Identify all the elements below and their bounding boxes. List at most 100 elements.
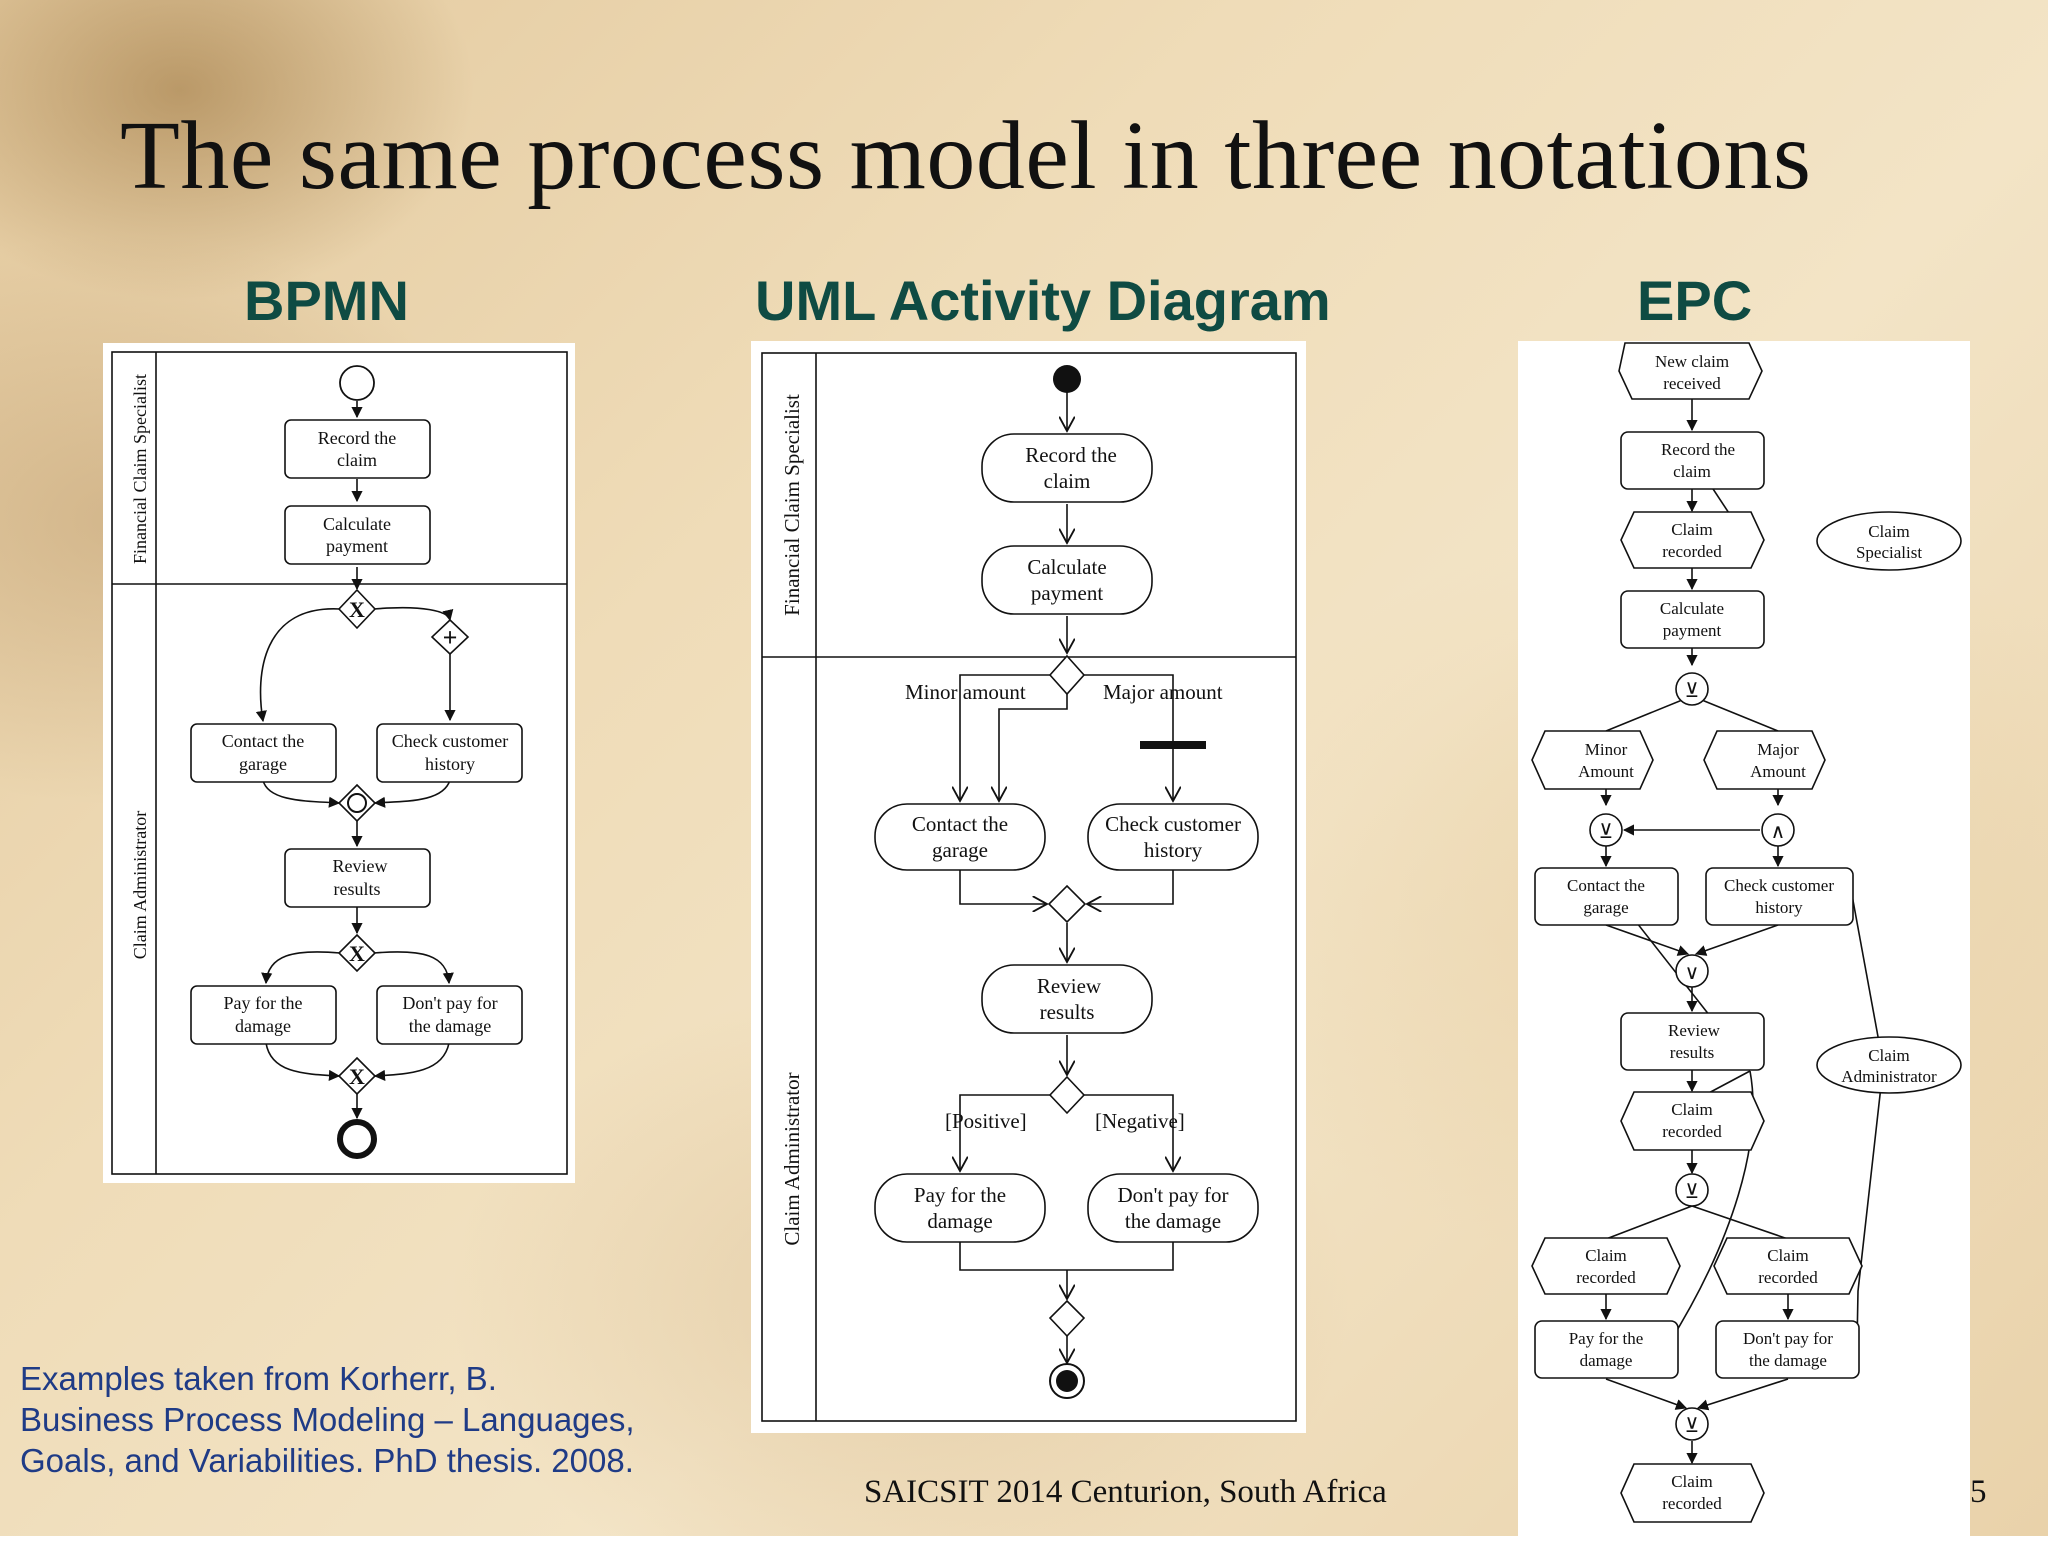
uml-action (874, 803, 1046, 871)
epc-function (1715, 1320, 1860, 1379)
bpmn-task (376, 723, 523, 783)
uml-guard-label: Minor amount (905, 680, 1026, 704)
epc-event-label: recorded (1662, 1494, 1722, 1513)
uml-merge-node (1048, 1299, 1086, 1338)
epc-function-label: history (1755, 898, 1803, 917)
bpmn-complex-gateway (337, 783, 377, 823)
epc-connector-symbol: ⊻ (1685, 1415, 1700, 1437)
bpmn-task (284, 848, 431, 908)
uml-action-label: payment (1031, 581, 1103, 605)
bpmn-task (376, 985, 523, 1045)
bpmn-task-label: results (334, 879, 381, 899)
heading-epc: EPC (1637, 269, 1753, 332)
uml-decision-node (1048, 654, 1086, 696)
bpmn-task-label: history (425, 754, 475, 774)
epc-function (1534, 1320, 1679, 1379)
bpmn-gateway-symbol: X (349, 941, 365, 966)
uml-action-label: Check customer (1105, 812, 1241, 836)
bpmn-diagram: Financial Claim Specialist Claim Adminis… (103, 343, 575, 1183)
bpmn-task-label: Calculate (323, 514, 391, 534)
epc-event (1713, 1237, 1863, 1295)
epc-org-unit-label: Specialist (1856, 543, 1922, 562)
uml-guard-label: Major amount (1103, 680, 1223, 704)
epc-event (1531, 730, 1654, 790)
epc-event-label: Minor (1585, 740, 1628, 759)
uml-fork-bar (1140, 741, 1206, 749)
bpmn-task (190, 723, 337, 783)
epc-event-label: Major (1757, 740, 1799, 759)
uml-guard-label: [Negative] (1095, 1109, 1185, 1133)
bpmn-xor-gateway (337, 588, 377, 630)
epc-event-label: Claim (1767, 1246, 1809, 1265)
credit-line: Goals, and Variabilities. PhD thesis. 20… (20, 1442, 634, 1479)
epc-function-label: results (1670, 1043, 1714, 1062)
epc-event-label: Amount (1750, 762, 1806, 781)
uml-action-label: Calculate (1027, 555, 1106, 579)
bpmn-task (284, 505, 431, 565)
uml-action-label: Review (1037, 974, 1102, 998)
bpmn-task-label: Pay for the (224, 993, 303, 1013)
uml-action (981, 545, 1153, 615)
bpmn-gateway-symbol: X (349, 1064, 365, 1089)
epc-function (1620, 1012, 1765, 1071)
uml-action (874, 1173, 1046, 1243)
heading-bpmn: BPMN (244, 269, 409, 332)
uml-action-label: Don't pay for (1117, 1183, 1228, 1207)
epc-connector-symbol: ∧ (1771, 821, 1786, 843)
uml-guard-label: [Positive] (945, 1109, 1027, 1133)
uml-action (981, 964, 1153, 1034)
epc-function-label: Pay for the (1569, 1329, 1644, 1348)
epc-event-label: Claim (1671, 520, 1713, 539)
epc-function-label: Contact the (1567, 876, 1645, 895)
epc-event-label: Claim (1585, 1246, 1627, 1265)
uml-action-label: history (1144, 838, 1203, 862)
uml-action-label: the damage (1125, 1209, 1221, 1233)
epc-event-label: recorded (1576, 1268, 1636, 1287)
bpmn-task-label: Record the (318, 428, 396, 448)
bpmn-and-gateway (430, 618, 470, 656)
bpmn-end-event (337, 1119, 377, 1159)
epc-function-label: Review (1668, 1021, 1721, 1040)
uml-action-label: damage (927, 1209, 992, 1233)
epc-function (1620, 431, 1765, 490)
slide-footer: SAICSIT 2014 Centurion, South Africa (864, 1474, 1387, 1510)
epc-org-unit-label: Claim (1868, 1046, 1910, 1065)
bpmn-lane-bottom-label: Claim Administrator (130, 811, 150, 960)
epc-event-label: Claim (1671, 1472, 1713, 1491)
heading-uml: UML Activity Diagram (755, 269, 1331, 332)
credit-line: Examples taken from Korherr, B. (20, 1360, 497, 1397)
epc-event-label: recorded (1758, 1268, 1818, 1287)
bpmn-task-label: payment (326, 536, 388, 556)
epc-xor-connector (1675, 672, 1709, 706)
uml-merge-node (1047, 884, 1087, 924)
epc-function-label: claim (1673, 462, 1711, 481)
uml-action (981, 433, 1153, 503)
epc-function-label: Calculate (1660, 599, 1724, 618)
uml-partition-frame (761, 352, 1297, 1422)
bpmn-task (190, 985, 337, 1045)
uml-action-label: results (1040, 1000, 1095, 1024)
uml-action-label: Pay for the (914, 1183, 1006, 1207)
bpmn-lane-top-label: Financial Claim Specialist (130, 374, 150, 564)
epc-org-unit-label: Claim (1868, 522, 1910, 541)
epc-event (1620, 511, 1765, 569)
epc-xor-connector (1675, 1407, 1709, 1441)
epc-event-label: recorded (1662, 1122, 1722, 1141)
epc-org-unit (1816, 511, 1962, 571)
uml-diagram: Financial Claim Specialist Claim Adminis… (751, 341, 1306, 1433)
epc-event (1703, 730, 1826, 790)
epc-connector-symbol: ⊻ (1685, 1181, 1700, 1203)
epc-event (1618, 342, 1763, 400)
uml-action-label: Contact the (912, 812, 1008, 836)
epc-event (1620, 1463, 1765, 1523)
bpmn-start-event (339, 365, 375, 401)
epc-function (1705, 867, 1854, 926)
epc-event-label: recorded (1662, 542, 1722, 561)
uml-action-label: Record the (1025, 443, 1117, 467)
epc-event-label: received (1663, 374, 1721, 393)
epc-function-label: the damage (1749, 1351, 1827, 1370)
epc-event-label: New claim (1655, 352, 1729, 371)
epc-function (1620, 590, 1765, 649)
bpmn-gateway-symbol: X (349, 597, 365, 622)
bpmn-task-label: Contact the (222, 731, 304, 751)
